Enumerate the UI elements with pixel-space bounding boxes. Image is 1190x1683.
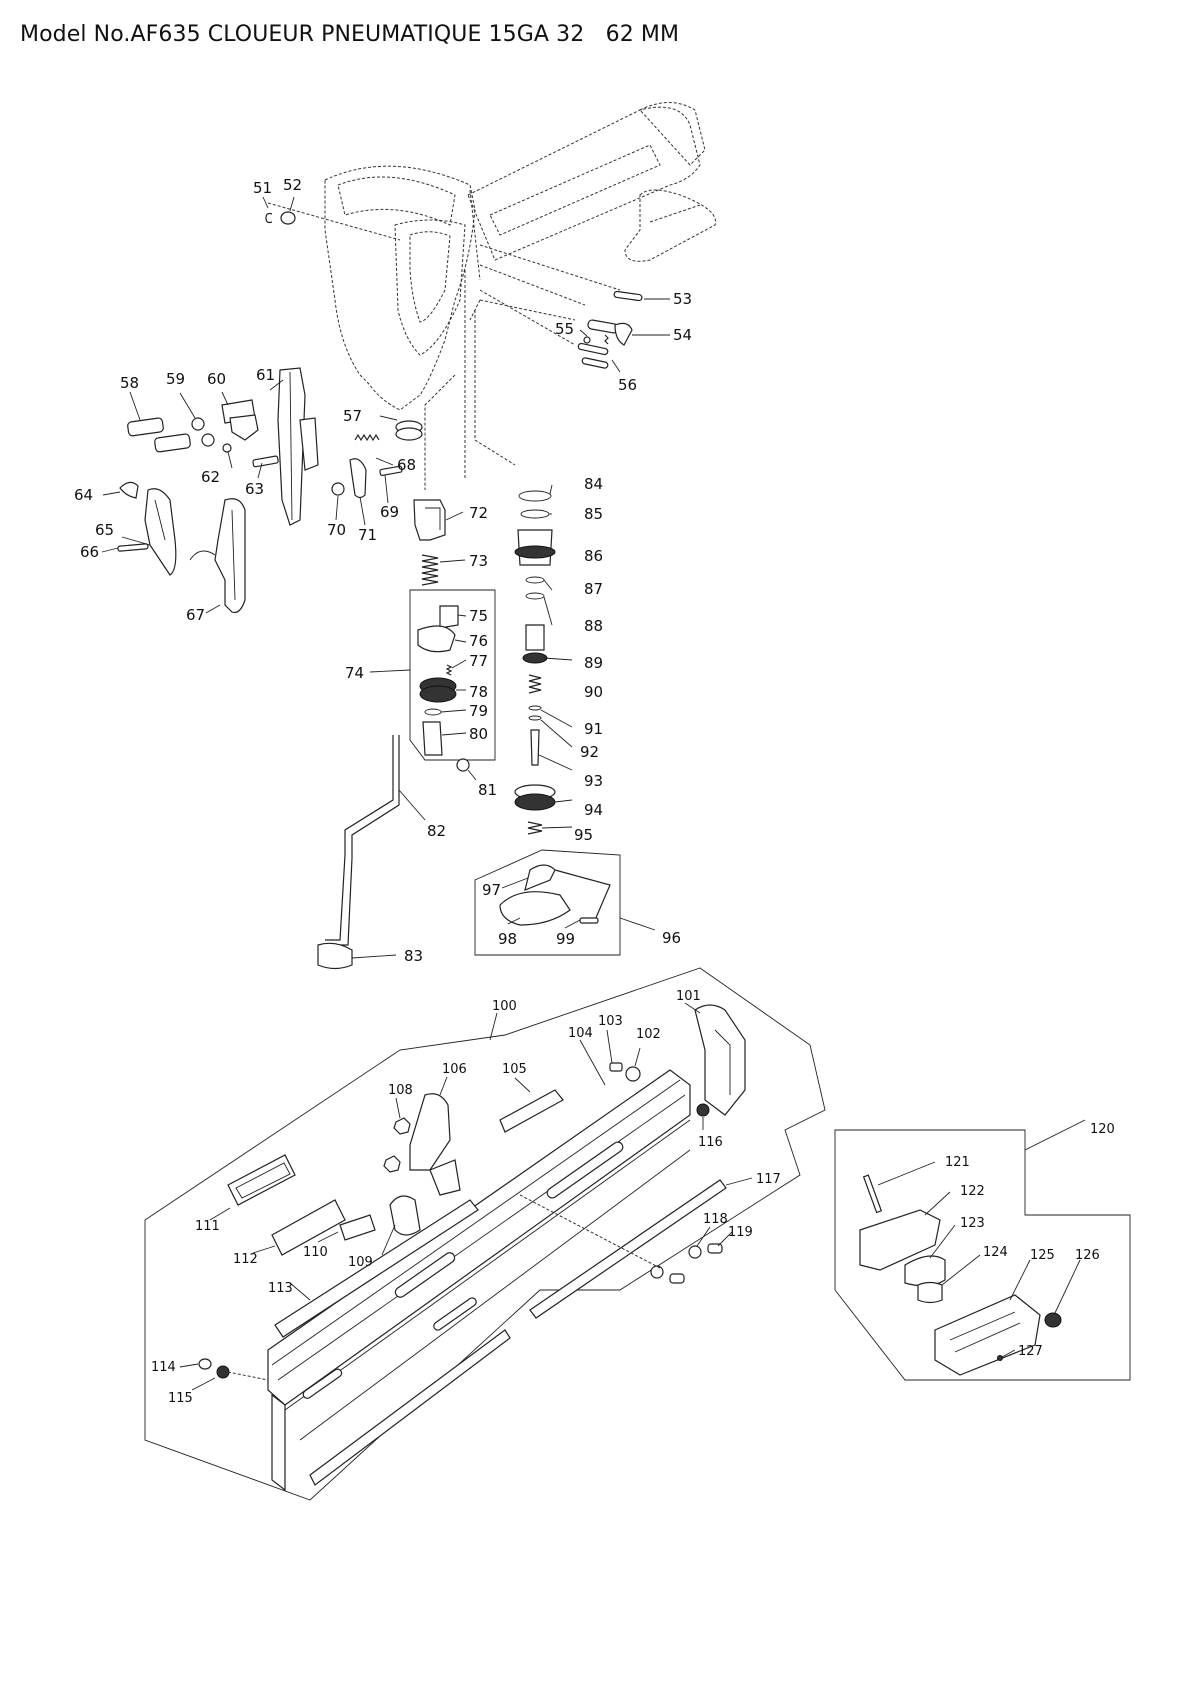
label-118: 118 — [703, 1212, 728, 1227]
part-96-group — [474, 849, 621, 956]
label-126: 126 — [1075, 1248, 1100, 1263]
assembly-lines — [267, 202, 621, 490]
label-66: 66 — [80, 543, 99, 561]
label-91: 91 — [584, 720, 603, 738]
label-80: 80 — [469, 725, 488, 743]
label-67: 67 — [186, 606, 205, 624]
label-122: 122 — [960, 1184, 985, 1199]
label-98: 98 — [498, 930, 517, 948]
label-90: 90 — [584, 683, 603, 701]
label-61: 61 — [256, 366, 275, 384]
label-103: 103 — [598, 1014, 623, 1029]
label-113: 113 — [268, 1281, 293, 1296]
label-119: 119 — [728, 1225, 753, 1240]
label-82: 82 — [427, 822, 446, 840]
label-92: 92 — [580, 743, 599, 761]
right-column-parts — [514, 490, 556, 835]
label-78: 78 — [469, 683, 488, 701]
label-73: 73 — [469, 552, 488, 570]
label-54: 54 — [673, 326, 692, 344]
label-62: 62 — [201, 468, 220, 486]
label-81: 81 — [478, 781, 497, 799]
label-94: 94 — [584, 801, 603, 819]
parts-51-52 — [265, 211, 296, 225]
left-parts-cluster — [117, 367, 403, 614]
label-64: 64 — [74, 486, 93, 504]
label-74: 74 — [345, 664, 364, 682]
label-117: 117 — [756, 1172, 781, 1187]
label-79: 79 — [469, 702, 488, 720]
label-121: 121 — [945, 1155, 970, 1170]
label-100: 100 — [492, 999, 517, 1014]
label-84: 84 — [584, 475, 603, 493]
label-51: 51 — [253, 179, 272, 197]
label-125: 125 — [1030, 1248, 1055, 1263]
label-55: 55 — [555, 320, 574, 338]
label-95: 95 — [574, 826, 593, 844]
label-109: 109 — [348, 1255, 373, 1270]
page-title: Model No.AF635 CLOUEUR PNEUMATIQUE 15GA … — [20, 22, 680, 47]
label-124: 124 — [983, 1245, 1008, 1260]
label-76: 76 — [469, 632, 488, 650]
label-65: 65 — [95, 521, 114, 539]
part-57-disk — [395, 420, 423, 441]
label-106: 106 — [442, 1062, 467, 1077]
label-108: 108 — [388, 1083, 413, 1098]
label-111: 111 — [195, 1219, 220, 1234]
label-70: 70 — [327, 521, 346, 539]
label-89: 89 — [584, 654, 603, 672]
label-72: 72 — [469, 504, 488, 522]
label-101: 101 — [676, 989, 701, 1004]
label-97: 97 — [482, 881, 501, 899]
label-86: 86 — [584, 547, 603, 565]
label-63: 63 — [245, 480, 264, 498]
label-112: 112 — [233, 1252, 258, 1267]
label-58: 58 — [120, 374, 139, 392]
label-104: 104 — [568, 1026, 593, 1041]
label-56: 56 — [618, 376, 637, 394]
label-57: 57 — [343, 407, 362, 425]
part-labels: 51 52 53 54 55 56 57 58 59 60 61 62 63 6… — [74, 176, 1115, 1406]
label-88: 88 — [584, 617, 603, 635]
label-123: 123 — [960, 1216, 985, 1231]
label-75: 75 — [469, 607, 488, 625]
part-120-group — [834, 1129, 1131, 1381]
label-116: 116 — [698, 1135, 723, 1150]
label-77: 77 — [469, 652, 488, 670]
label-110: 110 — [303, 1245, 328, 1260]
label-87: 87 — [584, 580, 603, 598]
label-53: 53 — [673, 290, 692, 308]
label-115: 115 — [168, 1391, 193, 1406]
label-71: 71 — [358, 526, 377, 544]
label-68: 68 — [397, 456, 416, 474]
label-102: 102 — [636, 1027, 661, 1042]
part-100-magazine-group — [144, 967, 826, 1501]
label-59: 59 — [166, 370, 185, 388]
tool-housing — [324, 102, 717, 411]
label-52: 52 — [283, 176, 302, 194]
label-99: 99 — [556, 930, 575, 948]
label-105: 105 — [502, 1062, 527, 1077]
label-85: 85 — [584, 505, 603, 523]
label-93: 93 — [584, 772, 603, 790]
label-120: 120 — [1090, 1122, 1115, 1137]
label-114: 114 — [151, 1360, 176, 1375]
center-column-parts — [317, 499, 496, 970]
label-60: 60 — [207, 370, 226, 388]
label-96: 96 — [662, 929, 681, 947]
label-83: 83 — [404, 947, 423, 965]
label-127: 127 — [1018, 1344, 1043, 1359]
label-69: 69 — [380, 503, 399, 521]
parts-53-56 — [577, 290, 643, 369]
